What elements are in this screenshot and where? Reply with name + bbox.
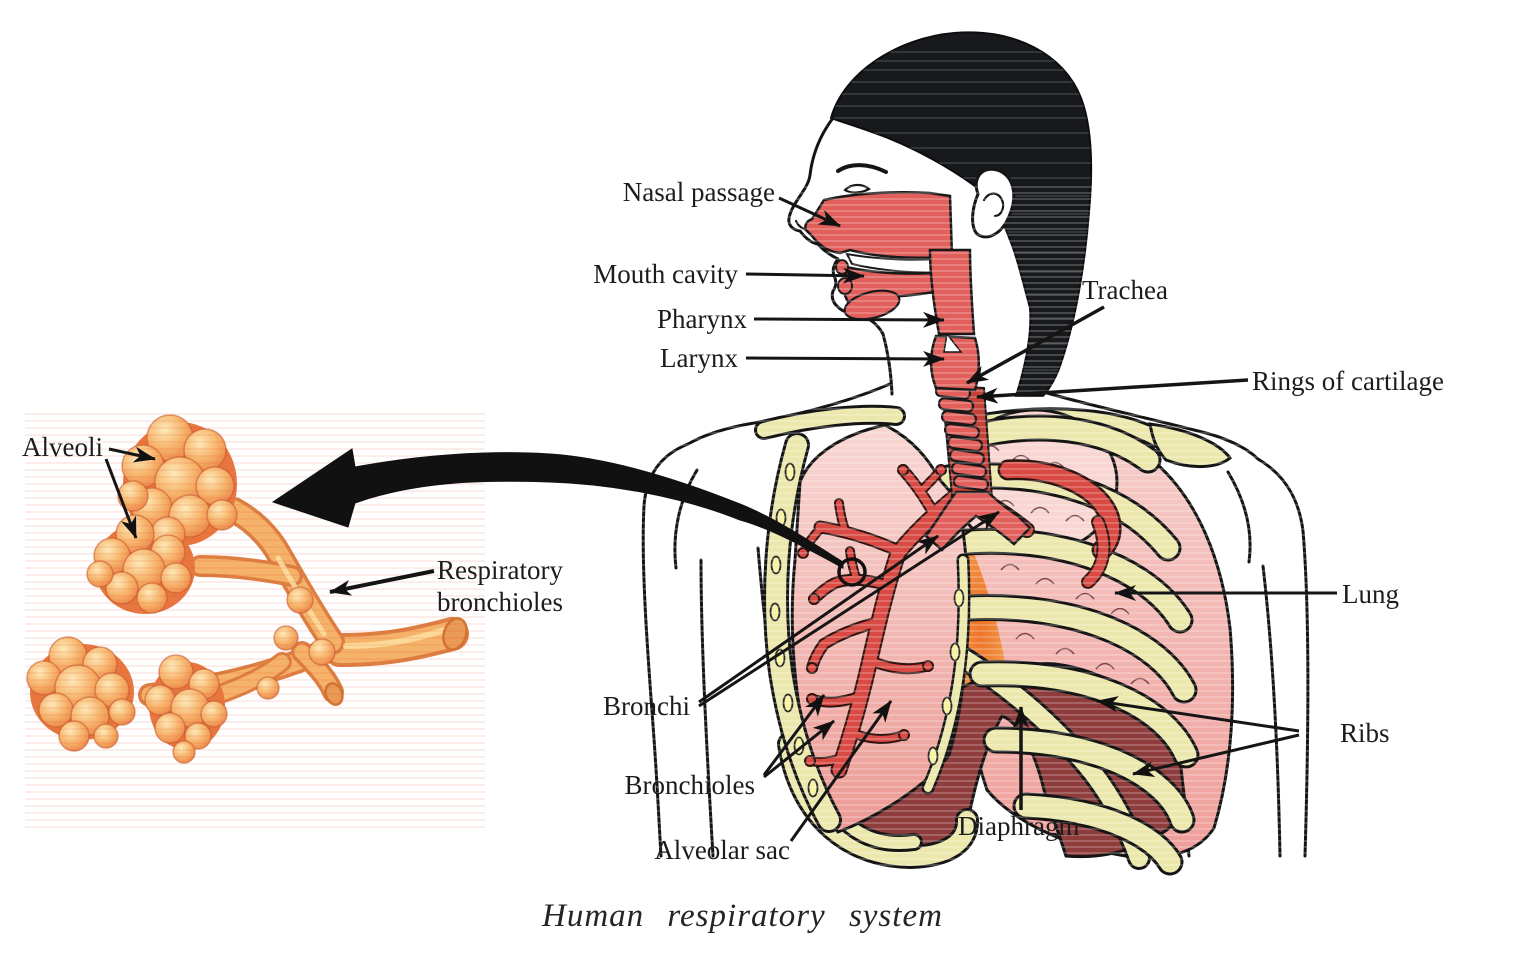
label-bronchioles: Bronchioles bbox=[624, 770, 755, 800]
label-nasal-passage: Nasal passage bbox=[622, 177, 775, 207]
label-alveolar-sac: Alveolar sac bbox=[654, 835, 790, 865]
mouth-cavity-arrow bbox=[745, 267, 865, 284]
label-bronchi: Bronchi bbox=[603, 691, 690, 721]
label-diaphragm: Diaphragm bbox=[958, 811, 1080, 841]
bronchi-arrow-1 bbox=[698, 534, 939, 704]
label-pharynx: Pharynx bbox=[657, 304, 747, 334]
label-ribs: Ribs bbox=[1340, 718, 1390, 748]
leader-lines bbox=[104, 196, 1337, 842]
alveoli-arrow-1 bbox=[108, 446, 156, 463]
figure-caption: Human respiratory system bbox=[542, 898, 943, 934]
alveoli-inset bbox=[25, 408, 485, 828]
label-trachea: Trachea bbox=[1082, 275, 1168, 305]
alveoli-arrow-2 bbox=[104, 458, 138, 539]
label-rings-of-cartilage: Rings of cartilage bbox=[1252, 366, 1444, 396]
print-streaks bbox=[640, 185, 1320, 870]
ribs-arrow-1 bbox=[1096, 696, 1300, 733]
respiratory-bronchioles-arrow bbox=[329, 569, 435, 596]
bronchioles-arrow-2 bbox=[763, 719, 835, 779]
label-alveoli: Alveoli bbox=[22, 432, 103, 462]
larynx-arrow bbox=[745, 350, 945, 367]
trachea-arrow bbox=[966, 305, 1105, 385]
label-respiratory-bronchioles: Respiratory bronchioles bbox=[437, 555, 563, 618]
label-mouth-cavity: Mouth cavity bbox=[593, 259, 738, 289]
label-larynx: Larynx bbox=[660, 343, 738, 373]
rings-of-cartilage-arrow bbox=[976, 378, 1249, 404]
ribs-arrow-2 bbox=[1132, 733, 1300, 777]
label-lung: Lung bbox=[1342, 579, 1399, 609]
bronchioles-arrow-1 bbox=[762, 694, 826, 776]
pharynx-arrow bbox=[753, 311, 945, 328]
nasal-passage-arrow bbox=[778, 196, 841, 228]
magnifier-circle bbox=[837, 557, 867, 587]
bronchi-arrow-2 bbox=[698, 510, 1000, 708]
zoom-arrow bbox=[271, 448, 844, 569]
alveolar-sac-arrow bbox=[789, 700, 893, 842]
eyebrow bbox=[836, 163, 888, 174]
